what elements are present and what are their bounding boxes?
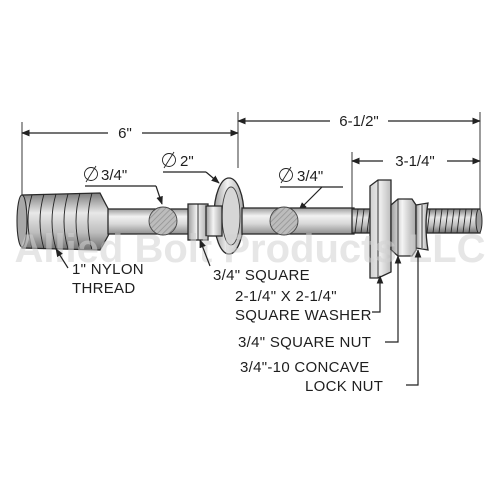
label-washer-1: 2-1/4" X 2-1/4" — [235, 288, 337, 305]
callout-nylon-thread: 1" NYLON THREAD — [55, 248, 144, 297]
shaft-left — [107, 206, 191, 236]
diameter-callout-collar: 2" — [162, 151, 220, 184]
section-hatch-left — [148, 206, 178, 236]
dim-label-6-1-2in: 6-1/2" — [339, 113, 379, 130]
dia-label-collar: 2" — [180, 153, 194, 170]
callout-square-washer: 2-1/4" X 2-1/4" SQUARE WASHER — [235, 275, 384, 324]
callout-square-nut: 3/4" SQUARE NUT — [238, 255, 402, 351]
diameter-callout-right: 3/4" — [279, 166, 343, 211]
diameter-callout-left: 3/4" — [84, 165, 163, 205]
label-lock-nut-1: 3/4"-10 CONCAVE — [240, 359, 370, 376]
label-nylon-thread-2: THREAD — [72, 280, 135, 297]
label-square-nut: 3/4" SQUARE NUT — [238, 334, 371, 351]
callout-square-shoulder: 3/4" SQUARE — [199, 239, 310, 284]
concave-lock-nut — [415, 202, 429, 251]
watermark: Allied Bolt Products LLC — [14, 227, 485, 271]
dim-label-6in: 6" — [118, 125, 132, 142]
dimension-overall-left: 6" — [21, 112, 239, 196]
label-washer-2: SQUARE WASHER — [235, 307, 372, 324]
label-square-shoulder: 3/4" SQUARE — [213, 267, 310, 284]
section-hatch-right — [269, 206, 299, 236]
dimension-overall-right: 6-1/2" — [237, 112, 481, 212]
label-nylon-thread-1: 1" NYLON — [72, 261, 144, 278]
dim-label-3-1-4in: 3-1/4" — [395, 153, 435, 170]
nylon-thread — [16, 192, 111, 251]
shaft-right — [241, 206, 355, 236]
dimension-thread-length: 3-1/4" — [351, 152, 481, 208]
dia-label-right: 3/4" — [297, 168, 323, 185]
label-lock-nut-2: LOCK NUT — [305, 378, 383, 395]
square-washer — [369, 179, 392, 279]
dia-label-left: 3/4" — [101, 167, 127, 184]
callout-lock-nut: 3/4"-10 CONCAVE LOCK NUT — [240, 249, 422, 395]
